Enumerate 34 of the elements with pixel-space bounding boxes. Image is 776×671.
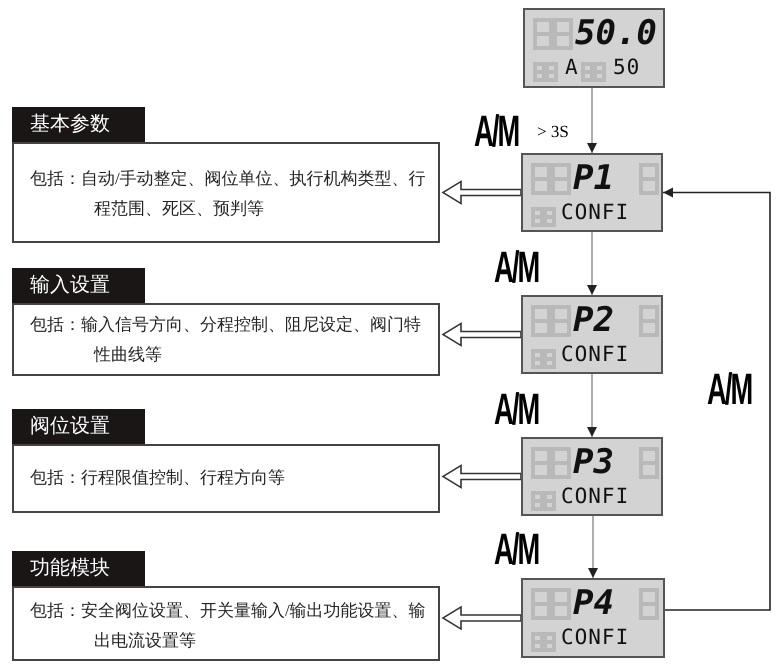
arrow: [588, 516, 598, 578]
section-heading: 功能模块: [12, 551, 145, 586]
lcd-digits: P2: [573, 301, 614, 339]
arrow: [587, 88, 597, 153]
arrow: [587, 232, 597, 295]
section-heading: 基本参数: [12, 107, 145, 142]
lcd-text: 50: [613, 54, 640, 80]
description-text: 包括：安全阀位设置、开关量输入/输出功能设置、输出电流设置等: [30, 600, 427, 652]
lcd-text: CONFI: [561, 624, 630, 650]
lcd-text: CONFI: [561, 483, 630, 509]
lcd-digits: 50.0: [575, 14, 657, 52]
lcd-display: [521, 295, 663, 374]
lcd-text: A: [565, 54, 579, 80]
lcd-digits: P3: [573, 443, 614, 481]
description-text: 包括：输入信号方向、分程控制、阻尼设定、阀门特性曲线等: [30, 314, 422, 366]
lcd-display: [521, 153, 663, 232]
lcd-display: [521, 437, 663, 516]
arrow: [663, 188, 771, 611]
duration-label: > 3S: [537, 122, 569, 142]
hollow-arrow: [441, 464, 522, 489]
section-heading: 输入设置: [12, 268, 145, 303]
lcd-text: CONFI: [561, 199, 630, 225]
hollow-arrow: [441, 180, 522, 205]
lcd-display: [523, 8, 665, 88]
description-text: 包括：行程限值控制、行程方向等: [30, 467, 286, 489]
lcd-digits: P1: [573, 159, 614, 197]
arrow: [587, 374, 597, 437]
lcd-display: [521, 578, 665, 658]
hollow-arrow: [441, 606, 522, 630]
hollow-arrow: [441, 322, 522, 347]
lcd-text: CONFI: [561, 341, 630, 367]
lcd-digits: P4: [573, 584, 614, 622]
description-text: 包括：自动/手动整定、阀位单位、执行机构类型、行程范围、死区、预判等: [30, 168, 427, 220]
section-heading: 阀位设置: [12, 409, 145, 444]
